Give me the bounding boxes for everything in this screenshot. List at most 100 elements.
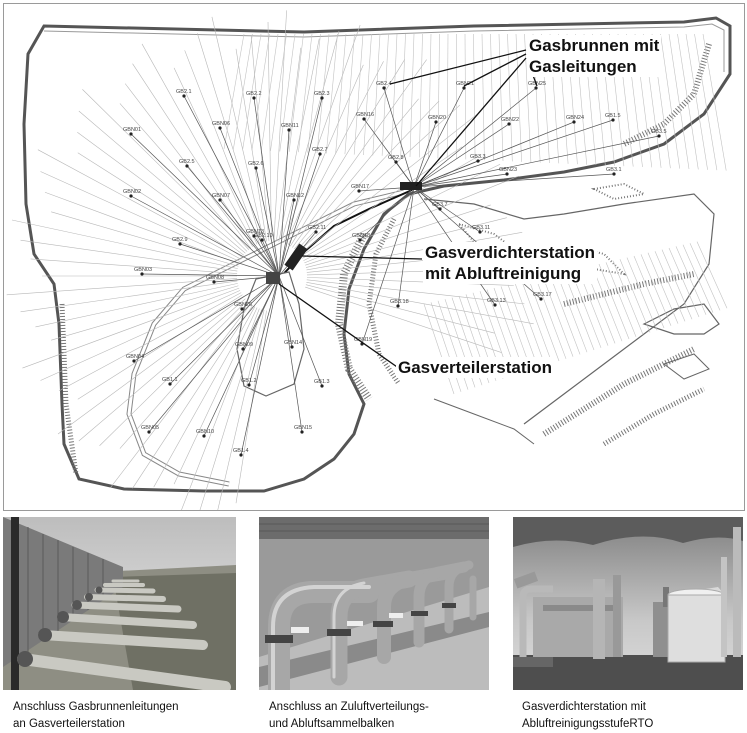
gas-line	[278, 275, 293, 348]
gas-well-label: GBN19	[354, 337, 372, 343]
gas-well-marker	[438, 207, 442, 211]
gas-line	[278, 275, 323, 387]
gas-well-label: GB2.11	[308, 225, 326, 231]
gas-line	[203, 275, 280, 437]
gas-well-marker	[314, 230, 318, 234]
gas-well-marker	[254, 166, 258, 170]
gas-well-marker	[290, 345, 294, 349]
gas-well-marker	[493, 303, 497, 307]
gas-well-marker	[611, 118, 615, 122]
gas-well-label: GBN17	[351, 184, 369, 190]
gas-line	[413, 160, 479, 188]
callout-gas-wells: Gasbrunnen mit Gasleitungen	[527, 35, 662, 77]
gas-well-label: GB3.18	[390, 299, 409, 305]
gas-well-label: GB2.1	[176, 89, 192, 95]
gas-line	[413, 186, 481, 233]
gas-well-label: GBN25	[528, 81, 546, 87]
gas-well-marker	[132, 359, 136, 363]
gas-line	[397, 186, 415, 307]
outer-road	[22, 16, 732, 493]
gas-well-label: GB2.4	[376, 81, 392, 87]
gas-well-marker	[505, 172, 509, 176]
gas-well-marker	[434, 120, 438, 124]
gas-well-label: GBN10	[196, 429, 214, 435]
gas-well-marker	[252, 234, 256, 238]
gas-well-label: GB2.2	[246, 91, 262, 97]
gas-line	[130, 195, 280, 277]
gas-line	[219, 127, 280, 277]
gas-line	[255, 167, 280, 277]
gas-well-marker	[218, 198, 222, 202]
gas-line	[261, 239, 280, 277]
gas-well-label: GB2.7	[312, 147, 328, 153]
outer-road-inner	[43, 23, 725, 72]
photo-compressor-station	[513, 517, 743, 690]
gas-well-label: GB2.3	[314, 91, 330, 97]
gas-well-marker	[218, 126, 222, 130]
gas-line	[413, 119, 614, 188]
caption-photo-2-line1: Anschluss an Zuluftverteilungs-	[269, 701, 429, 713]
gas-well-marker	[657, 134, 661, 138]
gas-well-marker	[168, 382, 172, 386]
gas-line	[141, 273, 280, 277]
gas-well-label: GB3.5	[651, 129, 667, 135]
gas-well-marker	[478, 230, 482, 234]
caption-photo-3-line2: AbluftreinigungsstufeRTO	[522, 718, 654, 730]
caption-photo-3: Gasverdichterstation mit Abluftreinigung…	[522, 699, 653, 733]
gas-well-label: GB3.17	[533, 292, 552, 298]
photo-compressor-station-image	[513, 517, 743, 690]
gas-line	[363, 118, 415, 188]
gas-well-marker	[382, 86, 386, 90]
terrace-slopes	[423, 193, 715, 425]
gas-well-label: GB1.5	[605, 113, 621, 119]
gas-well-label: GBN16	[356, 112, 374, 118]
gas-line	[278, 97, 323, 277]
gas-well-label: GBN03	[134, 267, 152, 273]
gas-well-label: GBN22	[501, 117, 519, 123]
gas-well-label: GB2.5	[179, 159, 195, 165]
gas-well-marker	[394, 160, 398, 164]
photo-gas-well-connections-image	[3, 517, 236, 690]
callout-distribution-station: Gasverteilerstation	[396, 357, 555, 378]
gas-well-label: GB2.9	[172, 237, 188, 243]
gas-line	[240, 275, 280, 456]
callout-compressor-line2: mit Abluftreinigung	[425, 264, 582, 283]
gas-well-marker	[318, 152, 322, 156]
gas-well-label: GBN01	[123, 127, 141, 133]
gas-line	[413, 87, 537, 188]
gas-well-marker	[287, 128, 291, 132]
gas-well-marker	[178, 242, 182, 246]
gas-line	[169, 275, 280, 385]
caption-photo-3-line1: Gasverdichterstation mit	[522, 701, 646, 713]
gas-well-label: GB3.11	[472, 225, 490, 231]
callout-gas-wells-line2: Gasleitungen	[529, 57, 637, 76]
gas-line	[253, 235, 280, 277]
gas-well-label: GBN11	[281, 123, 299, 129]
gas-well-marker	[240, 307, 244, 311]
gas-compressor-station-symbol	[284, 243, 308, 271]
gas-well-marker	[507, 122, 511, 126]
gas-well-label: GB2.10	[254, 233, 273, 239]
gas-well-marker	[129, 194, 133, 198]
gas-well-marker	[182, 94, 186, 98]
gas-well-label: GBN20	[428, 115, 446, 121]
gas-well-label: GBN14	[284, 340, 302, 346]
gas-well-marker	[241, 347, 245, 351]
gas-line	[130, 133, 280, 277]
gas-line	[278, 129, 290, 277]
gas-line	[413, 173, 508, 188]
gas-well-label: GBN15	[294, 425, 312, 431]
gas-well-label: GB2.8	[388, 155, 404, 161]
gas-line	[278, 275, 303, 433]
gas-line	[278, 153, 321, 277]
gas-well-label: GBN13	[246, 229, 264, 235]
gas-line	[186, 165, 280, 277]
gas-well-label: GBN18	[352, 233, 370, 239]
gas-line	[148, 275, 280, 433]
gas-well-marker	[260, 238, 264, 242]
caption-photo-1-line2: an Gasverteilerstation	[13, 718, 125, 730]
gas-well-label: GB3.1	[606, 167, 622, 173]
caption-photo-1-line1: Anschluss Gasbrunnenleitungen	[13, 701, 179, 713]
slope-band-south	[334, 232, 373, 402]
